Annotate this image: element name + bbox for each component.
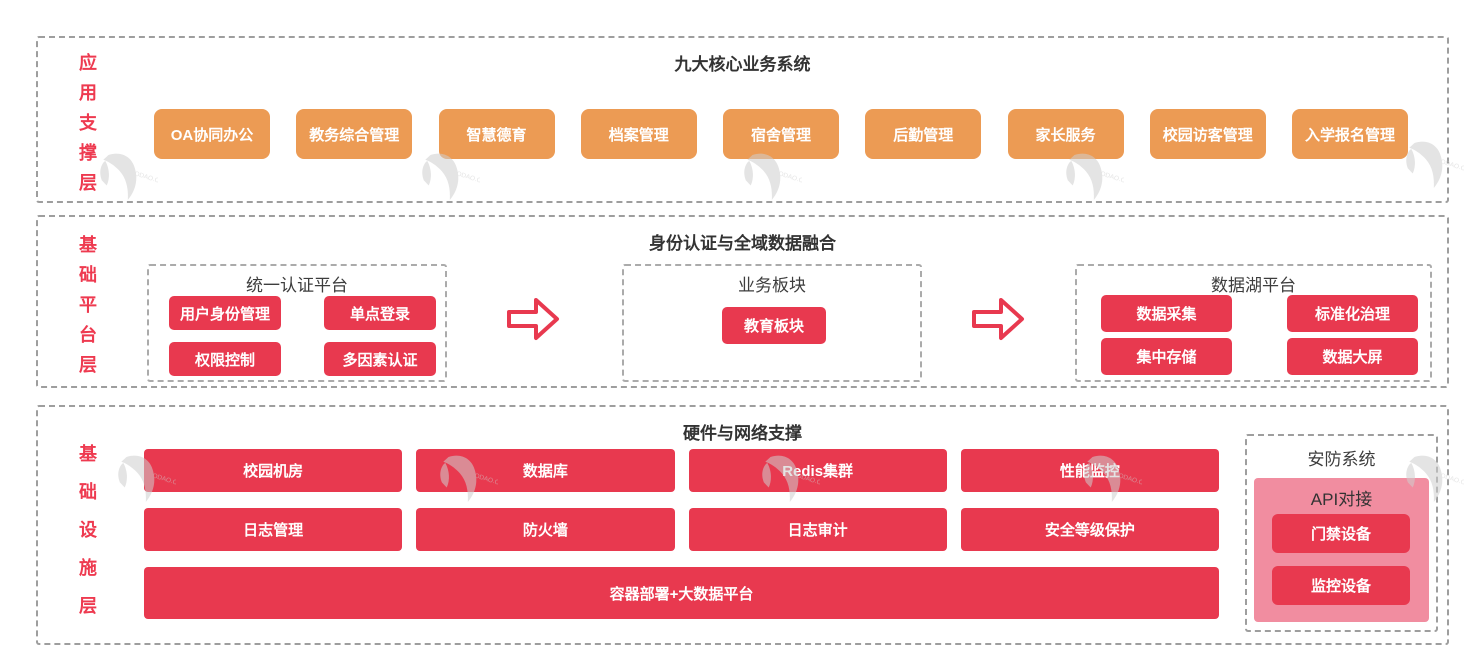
auth-box-mfa: 多因素认证 [324, 342, 436, 376]
auth-box-single-sign-on: 单点登录 [324, 296, 436, 330]
layer-label-basic-platform: 基础平台层 [79, 235, 97, 375]
platform-layer-title: 身份认证与全域数据融合 [649, 234, 836, 253]
lake-box-data-dashboard: 数据大屏 [1287, 338, 1418, 375]
infra-box-log-audit: 日志审计 [688, 508, 947, 551]
business-section-group: 业务板块 教育板块 [622, 264, 922, 382]
core-systems-row: OA协同办公 教务综合管理 智慧德育 档案管理 宿舍管理 后勤管理 家长服务 校… [154, 109, 1408, 159]
system-box-parent-service: 家长服务 [1007, 109, 1124, 159]
system-box-oa: OA协同办公 [154, 109, 270, 159]
api-integration-panel: API对接 门禁设备 监控设备 [1254, 478, 1429, 622]
system-box-enrollment: 入学报名管理 [1292, 109, 1408, 159]
lake-box-data-collection: 数据采集 [1101, 295, 1232, 332]
system-box-moral-education: 智慧德育 [438, 109, 555, 159]
system-box-archives: 档案管理 [580, 109, 697, 159]
system-box-visitor-management: 校园访客管理 [1149, 109, 1266, 159]
layer-infrastructure: 基础设施层 硬件与网络支撑 校园机房 数据库 Redis集群 性能监控 日志管理… [36, 405, 1449, 645]
business-box-education: 教育板块 [722, 307, 826, 344]
lake-box-centralized-storage: 集中存储 [1101, 338, 1232, 375]
infra-box-security-level-protection: 安全等级保护 [960, 508, 1219, 551]
data-lake-platform-group: 数据湖平台 数据采集 标准化治理 集中存储 数据大屏 [1075, 264, 1432, 382]
business-section-title: 业务板块 [738, 276, 806, 295]
auth-box-identity-management: 用户身份管理 [169, 296, 281, 330]
api-integration-title: API对接 [1310, 490, 1373, 509]
infra-layer-title: 硬件与网络支撑 [683, 424, 802, 443]
security-system-title: 安防系统 [1307, 450, 1376, 469]
infra-box-container-bigdata-platform: 容器部署+大数据平台 [144, 567, 1219, 619]
infra-box-log-management: 日志管理 [144, 508, 403, 551]
security-box-surveillance-device: 监控设备 [1272, 566, 1410, 605]
flow-arrow-icon [507, 298, 559, 340]
system-box-dormitory: 宿舍管理 [723, 109, 839, 159]
infrastructure-grid: 校园机房 数据库 Redis集群 性能监控 日志管理 防火墙 日志审计 安全等级… [144, 449, 1219, 551]
unified-auth-platform-title: 统一认证平台 [246, 276, 348, 295]
unified-auth-platform-group: 统一认证平台 用户身份管理 单点登录 权限控制 多因素认证 [147, 264, 447, 382]
infra-box-campus-server-room: 校园机房 [144, 449, 403, 492]
data-lake-platform-title: 数据湖平台 [1211, 276, 1296, 295]
infra-box-database: 数据库 [416, 449, 675, 492]
infra-box-redis-cluster: Redis集群 [688, 449, 947, 492]
lake-box-standardized-governance: 标准化治理 [1287, 295, 1418, 332]
app-layer-title: 九大核心业务系统 [674, 55, 811, 74]
auth-box-permission-control: 权限控制 [169, 342, 281, 376]
infra-box-firewall: 防火墙 [416, 508, 675, 551]
flow-arrow-icon [972, 298, 1024, 340]
layer-label-application-support: 应用支撑层 [79, 53, 97, 193]
system-box-academic-affairs: 教务综合管理 [296, 109, 413, 159]
layer-label-infrastructure: 基础设施层 [79, 444, 97, 616]
security-box-access-control-device: 门禁设备 [1272, 514, 1410, 553]
security-system-group: 安防系统 API对接 门禁设备 监控设备 [1245, 434, 1438, 632]
layer-application-support: 应用支撑层 九大核心业务系统 OA协同办公 教务综合管理 智慧德育 档案管理 宿… [36, 36, 1449, 203]
infra-box-performance-monitoring: 性能监控 [960, 449, 1219, 492]
system-box-logistics: 后勤管理 [865, 109, 982, 159]
layer-basic-platform: 基础平台层 身份认证与全域数据融合 统一认证平台 用户身份管理 单点登录 权限控… [36, 215, 1449, 388]
